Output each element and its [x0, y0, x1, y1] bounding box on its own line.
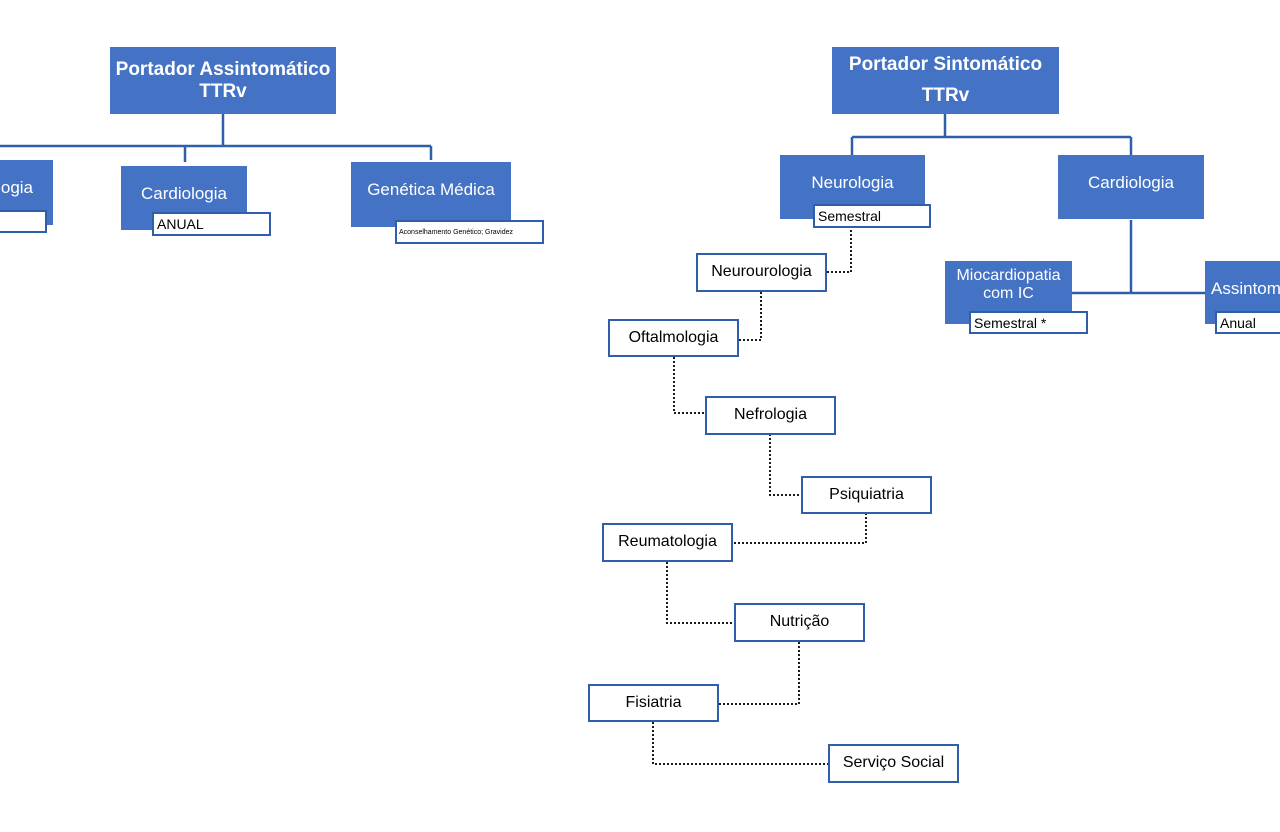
- symptomatic-carrier-root-node: Portador Sintomático TTRv: [832, 47, 1059, 114]
- genetics-node: Genética Médica: [351, 162, 511, 227]
- asymptomatic-carrier-root-node: Portador Assintomático TTRv: [110, 47, 336, 114]
- partial-specialty-note: [0, 210, 47, 233]
- cardiomyopathy-title: Miocardiopatia: [956, 267, 1061, 284]
- dotted-reumatologia-nutricao: [666, 562, 734, 624]
- oftalmologia-node: Oftalmologia: [608, 319, 739, 357]
- partial-specialty-label: ogia: [0, 178, 33, 197]
- reumatologia-node: Reumatologia: [602, 523, 733, 562]
- dotted-psiquiatria-reumatologia: [732, 513, 867, 544]
- genetics-label: Genética Médica: [367, 180, 495, 199]
- right-neurology-label: Neurologia: [811, 173, 894, 192]
- symptomatic-carrier-subtitle: TTRv: [921, 84, 970, 106]
- dotted-nutricao-fisiatria: [718, 642, 800, 705]
- fisiatria-node: Fisiatria: [588, 684, 719, 722]
- left-cardiology-label: Cardiologia: [141, 184, 227, 203]
- nefrologia-node: Nefrologia: [705, 396, 836, 435]
- asymptomatic-carrier-subtitle: TTRv: [199, 80, 247, 102]
- dotted-neurology-neurourologia: [826, 230, 852, 273]
- genetics-note: Aconselhamento Genético; Gravidez: [395, 220, 544, 244]
- symptomatic-carrier-title: Portador Sintomático: [848, 54, 1043, 76]
- psiquiatria-node: Psiquiatria: [801, 476, 932, 514]
- dotted-oftalmologia-nefrologia: [673, 357, 705, 414]
- neurourologia-node: Neurourologia: [696, 253, 827, 292]
- asymptomatic-partial-frequency: Anual: [1215, 311, 1280, 334]
- dotted-neurourologia-oftalmologia: [739, 292, 762, 341]
- nutricao-node: Nutrição: [734, 603, 865, 642]
- left-cardiology-frequency: ANUAL: [152, 212, 271, 236]
- servico-social-node: Serviço Social: [828, 744, 959, 783]
- dotted-nefrologia-psiquiatria: [769, 434, 801, 496]
- right-cardiology-node: Cardiologia: [1058, 155, 1204, 219]
- dotted-fisiatria-servico-social: [652, 722, 828, 765]
- cardiomyopathy-frequency: Semestral *: [969, 311, 1088, 334]
- asymptomatic-carrier-title: Portador Assintomático: [115, 58, 331, 80]
- asymptomatic-partial-label: Assintom: [1211, 279, 1280, 298]
- right-cardiology-label: Cardiologia: [1088, 173, 1174, 192]
- cardiomyopathy-subtitle: com IC: [983, 285, 1034, 303]
- right-neurology-frequency: Semestral: [813, 204, 931, 228]
